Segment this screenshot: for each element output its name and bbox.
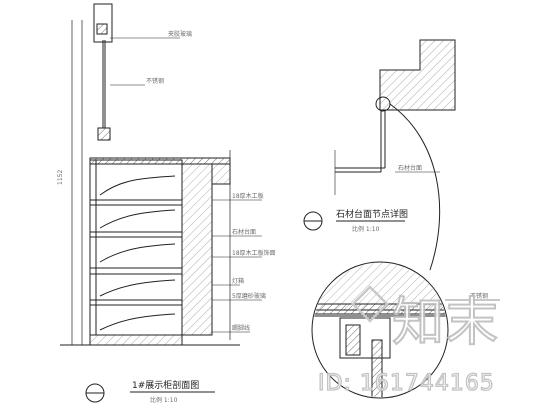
wall-hatch-top [211,163,231,185]
label-finish: 18厚木工板饰面 [232,249,276,257]
left-title: 1#展示柜剖面图 [132,379,199,391]
callout-arc [389,103,441,271]
label-stone-top: 石材台面 [232,228,256,236]
stone-countertop [89,157,231,165]
light-curve [99,243,176,263]
left-section [60,3,262,403]
light-curve [99,175,176,196]
top-fixing-block [96,23,108,35]
cabinet-body [89,159,183,336]
wall-hatch [181,163,213,336]
light-curve [99,313,176,331]
light-curve [99,279,176,297]
watermark-logo-mark [351,285,389,323]
label-frosted-glass: 5厚磨砂玻璃 [232,292,266,300]
label-glass: 夹胶玻璃 [168,30,192,38]
detail-stone-top [313,303,447,315]
watermark-brand: 知末 [392,293,500,353]
light-curve [99,209,176,229]
glass-clamp [97,127,111,141]
label-skirting: 踢脚线 [232,324,250,332]
label-right-stone: 石材台面 [398,164,422,172]
cabinet-base [89,334,183,346]
detail-steel-post [371,339,383,397]
detail-block [345,324,361,356]
glass-top-frame [93,3,113,43]
label-lightbox: 灯箱 [232,277,244,285]
watermark: 知末 ID: 161744165 [317,285,500,397]
detail-cabinet-frame [339,317,391,359]
right-scale: 比例 1:10 [352,225,380,233]
height-dimension: 1152 [57,170,64,185]
wall-block [379,39,456,111]
watermark-id: ID: 161744165 [318,371,495,396]
label-right-steel: 不锈钢 [470,292,488,300]
label-board: 18厚木工板 [232,192,264,200]
label-steel: 不锈钢 [146,77,164,85]
left-scale: 比例 1:10 [150,396,178,404]
right-title: 石材台面节点详图 [336,208,408,220]
enlarged-detail-circle [311,261,449,399]
